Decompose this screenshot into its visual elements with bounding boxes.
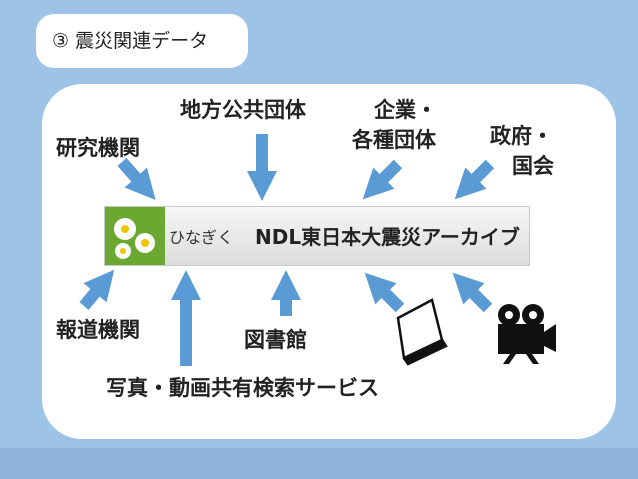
label-companies-1: 企業・ [374,98,437,122]
bottom-strip [0,448,638,479]
arrow-book [364,272,405,313]
book-icon [396,298,448,366]
banner-archive-name: NDL東日本大震災アーカイブ [255,225,520,249]
label-press: 報道機関 [56,318,140,342]
slide-title: ③ 震災関連データ [36,14,248,68]
arrow-companies [362,159,403,200]
label-companies-2: 各種団体 [352,128,436,152]
label-government-1: 政府・ [490,124,553,148]
arrow-camera [452,272,493,313]
arrow-government [454,159,495,200]
daisy-logo-icon [105,207,165,265]
movie-camera-icon [498,304,556,364]
archive-banner[interactable]: ひなぎく NDL東日本大震災アーカイブ [104,206,530,266]
arrow-press [79,269,115,310]
label-government-2: 国会 [512,154,554,178]
label-photo-video: 写真・動画共有検索サービス [106,376,379,400]
label-local-gov: 地方公共団体 [180,98,306,122]
arrow-research [117,158,156,200]
banner-hiragana: ひなぎく [169,228,234,247]
label-research: 研究機関 [56,136,140,160]
label-library: 図書館 [244,328,307,352]
slide-title-text: ③ 震災関連データ [52,30,209,52]
